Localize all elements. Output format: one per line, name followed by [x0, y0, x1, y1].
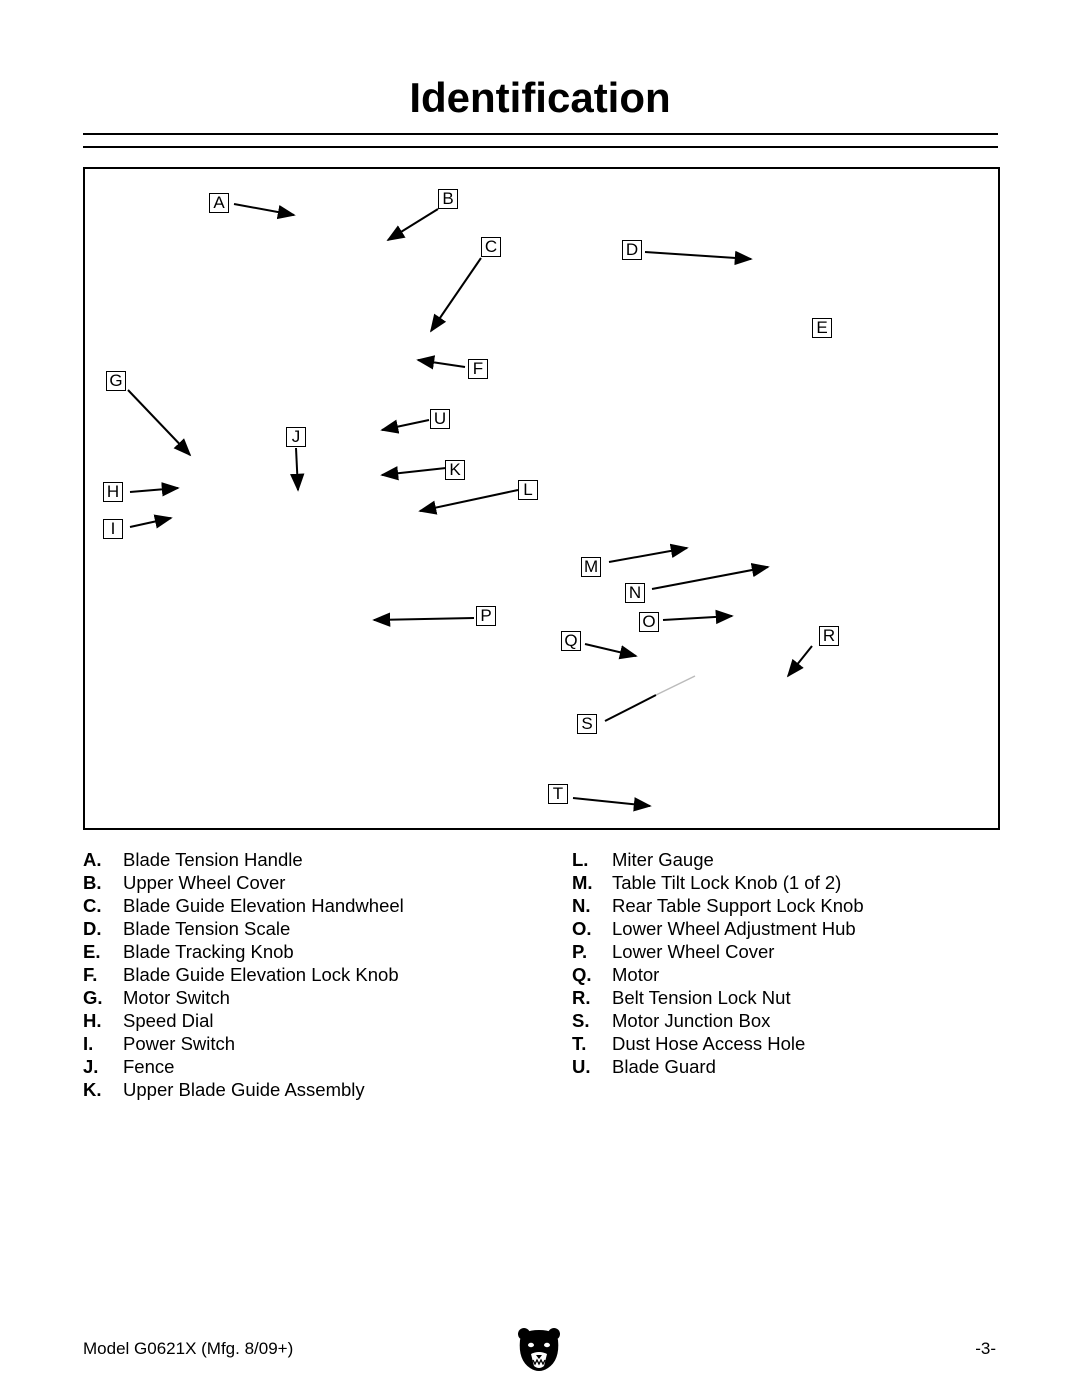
legend-item: B.Upper Wheel Cover — [83, 872, 286, 893]
callout-n: N — [625, 583, 645, 603]
legend-item: O.Lower Wheel Adjustment Hub — [572, 918, 856, 939]
callout-h: H — [103, 482, 123, 502]
arrow-j — [290, 447, 305, 492]
callout-g: G — [106, 371, 126, 391]
legend-item: K.Upper Blade Guide Assembly — [83, 1079, 365, 1100]
legend-item: Q.Motor — [572, 964, 660, 985]
arrow-l — [418, 489, 519, 515]
arrow-i — [129, 514, 173, 529]
callout-t: T — [548, 784, 568, 804]
legend-item: F.Blade Guide Elevation Lock Knob — [83, 964, 399, 985]
legend-item: I.Power Switch — [83, 1033, 236, 1054]
page-title: Identification — [409, 74, 671, 121]
callout-d: D — [622, 240, 642, 260]
legend-item: P.Lower Wheel Cover — [572, 941, 775, 962]
legend-item: J.Fence — [83, 1056, 175, 1077]
bear-head-logo-icon — [516, 1326, 562, 1379]
arrow-p — [372, 612, 475, 627]
callout-u: U — [430, 409, 450, 429]
legend-right-column: L.Miter Gauge M.Table Tilt Lock Knob (1 … — [572, 848, 864, 1078]
arrow-o — [662, 609, 734, 625]
arrow-d — [644, 250, 753, 266]
arrow-k — [380, 466, 447, 481]
arrow-a — [233, 203, 296, 220]
arrow-g — [127, 389, 192, 457]
callout-p: P — [476, 606, 496, 626]
legend-item: C.Blade Guide Elevation Handwheel — [83, 895, 404, 916]
arrow-t — [572, 797, 652, 812]
arrow-f — [416, 355, 466, 370]
callout-a: A — [209, 193, 229, 213]
arrow-c — [429, 257, 482, 333]
arrow-h — [129, 482, 180, 497]
callout-f: F — [468, 359, 488, 379]
callout-c: C — [481, 237, 501, 257]
legend-item: T.Dust Hose Access Hole — [572, 1033, 806, 1054]
arrow-u — [380, 419, 430, 434]
legend-item: G.Motor Switch — [83, 987, 230, 1008]
arrow-q — [584, 643, 638, 660]
callout-q: Q — [561, 631, 581, 651]
legend-item: S.Motor Junction Box — [572, 1010, 771, 1031]
legend-item: U.Blade Guard — [572, 1056, 716, 1077]
callout-r: R — [819, 626, 839, 646]
callout-s: S — [577, 714, 597, 734]
arrow-m — [608, 543, 689, 563]
arrow-s-faint — [655, 675, 696, 696]
legend-item: H.Speed Dial — [83, 1010, 214, 1031]
callout-m: M — [581, 557, 602, 577]
footer-page-number: -3- — [975, 1339, 996, 1358]
callout-i: I — [103, 519, 123, 539]
footer-model-number: Model G0621X (Mfg. 8/09+) — [83, 1339, 294, 1358]
callout-l: L — [518, 480, 538, 500]
legend-item: L.Miter Gauge — [572, 849, 714, 870]
title-rule-bottom — [83, 146, 998, 148]
legend-item: M.Table Tilt Lock Knob (1 of 2) — [572, 872, 842, 893]
arrow-b — [386, 208, 439, 241]
arrow-r — [786, 645, 813, 678]
legend-item: R.Belt Tension Lock Nut — [572, 987, 791, 1008]
callout-j: J — [286, 427, 306, 447]
legend-item: A.Blade Tension Handle — [83, 849, 303, 870]
callout-b: B — [438, 189, 458, 209]
legend-item: E.Blade Tracking Knob — [83, 941, 294, 962]
legend-left-column: A.Blade Tension Handle B.Upper Wheel Cov… — [83, 848, 404, 1101]
arrow-n — [651, 562, 770, 590]
legend-item: N.Rear Table Support Lock Knob — [572, 895, 864, 916]
legend-item: D.Blade Tension Scale — [83, 918, 291, 939]
machine-figure-frame: A B C D E F G U J K H L I M N P O Q R S … — [83, 167, 1000, 830]
callout-k: K — [445, 460, 465, 480]
title-rule-top — [83, 133, 998, 135]
callout-e: E — [812, 318, 832, 338]
callout-o: O — [639, 612, 659, 632]
callout-arrows — [127, 203, 813, 812]
arrow-s — [604, 694, 657, 722]
